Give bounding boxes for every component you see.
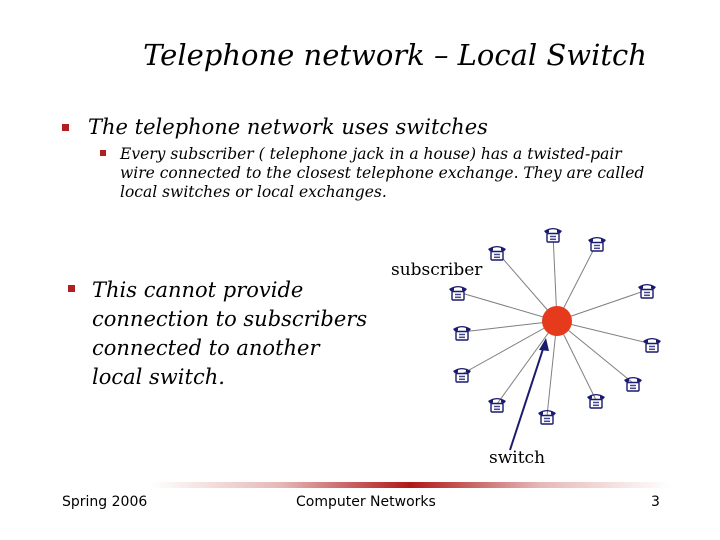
subscriber-link bbox=[496, 251, 558, 322]
subscriber-link bbox=[461, 320, 558, 375]
footer-date: Spring 2006 bbox=[62, 494, 148, 510]
telephone-icon bbox=[537, 407, 557, 425]
page-number: 3 bbox=[651, 494, 660, 510]
switch-label: switch bbox=[489, 448, 546, 468]
subscriber-link bbox=[496, 320, 558, 405]
telephone-icon bbox=[586, 391, 606, 409]
slide-title: Telephone network – Local Switch bbox=[143, 38, 647, 72]
subscriber-link bbox=[457, 291, 558, 322]
telephone-icon bbox=[623, 374, 643, 392]
telephone-icon bbox=[642, 335, 662, 353]
local-switch-node bbox=[542, 306, 572, 336]
telephone-icon bbox=[487, 243, 507, 261]
subscriber-link bbox=[546, 320, 558, 417]
telephone-icon bbox=[587, 234, 607, 252]
telephone-icon bbox=[452, 323, 472, 341]
switch-pointer-arrowhead bbox=[539, 338, 549, 351]
bullet-square bbox=[68, 285, 75, 292]
telephone-icon bbox=[543, 225, 563, 243]
bullet-square bbox=[62, 124, 69, 131]
bullet-square bbox=[100, 150, 106, 156]
bullet-2-text: Every subscriber ( telephone jack in a h… bbox=[120, 145, 645, 201]
telephone-icon bbox=[487, 395, 507, 413]
bullet-1-text: The telephone network uses switches bbox=[88, 115, 488, 139]
subscriber-link bbox=[461, 320, 558, 333]
switch-pointer-line bbox=[509, 345, 545, 451]
telephone-icon bbox=[452, 365, 472, 383]
footer-accent-line bbox=[150, 482, 670, 488]
footer-course: Computer Networks bbox=[296, 494, 436, 510]
bullet-3-text: This cannot provide connection to subscr… bbox=[92, 278, 368, 389]
subscriber-link bbox=[556, 289, 648, 322]
subscriber-link bbox=[556, 320, 634, 384]
subscriber-label: subscriber bbox=[391, 260, 483, 280]
telephone-icon bbox=[637, 281, 657, 299]
telephone-icon bbox=[448, 283, 468, 301]
subscriber-link bbox=[556, 320, 653, 345]
